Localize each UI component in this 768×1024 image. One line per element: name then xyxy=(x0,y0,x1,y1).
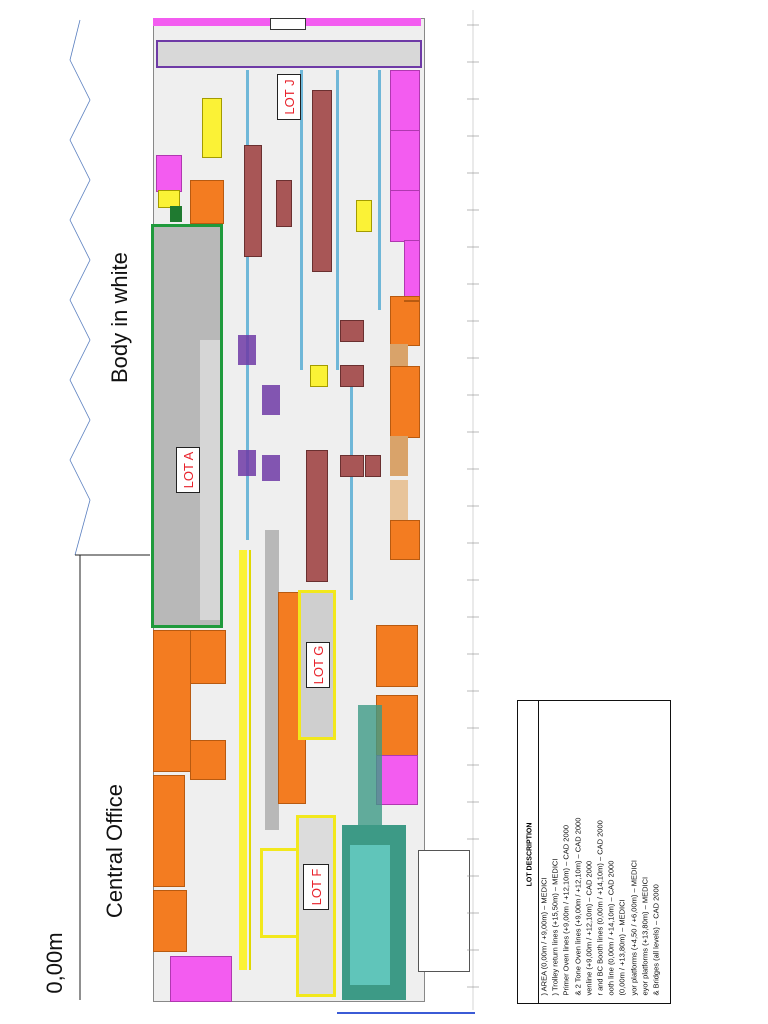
oven-2 xyxy=(312,90,332,272)
lot-j-label: LOT J xyxy=(277,74,301,120)
oven-4 xyxy=(340,320,364,342)
block-orange-1 xyxy=(190,180,224,224)
conveyor-blue-4 xyxy=(350,370,353,600)
booth-4 xyxy=(262,455,280,481)
block-orange-2 xyxy=(153,630,191,772)
legend-line: (0,00m / +13,80m) – MEDICI xyxy=(617,899,627,996)
block-magenta-6 xyxy=(404,240,420,297)
block-orange-4 xyxy=(190,740,226,780)
booth-2 xyxy=(262,385,280,415)
lot-g-label: LOT G xyxy=(306,642,330,688)
conveyor-blue-1 xyxy=(246,70,249,540)
block-orange-3 xyxy=(190,630,226,684)
block-orange-9 xyxy=(390,366,420,438)
legend-title: LOT DESCRIPTION xyxy=(526,822,534,887)
block-yellow-1 xyxy=(158,190,180,208)
lot-a-label: LOT A xyxy=(176,447,200,493)
legend-line: ) AREA (0,00m / +9,00m) – MEDICI xyxy=(539,877,549,996)
block-magenta-5 xyxy=(390,190,420,242)
block-magenta-4 xyxy=(390,130,420,192)
central-office-label: Central Office xyxy=(102,783,127,919)
booth-3 xyxy=(238,450,256,476)
building-outline xyxy=(69,19,150,1000)
legend-line: yor platforms (+4,50 / +6,00m) – MEDICI xyxy=(629,860,639,996)
lot-a-box xyxy=(151,224,223,628)
oven-7 xyxy=(365,455,381,477)
block-tan-1 xyxy=(390,344,408,366)
oven-6 xyxy=(340,455,364,477)
grid-axis xyxy=(467,10,479,1010)
center-grey-bar xyxy=(265,530,279,830)
block-magenta-7 xyxy=(376,755,418,805)
conveyor-blue-3 xyxy=(336,70,339,370)
block-orange-6 xyxy=(153,890,187,952)
top-strip-white xyxy=(270,18,306,30)
body-in-white-label: Body in white xyxy=(107,252,132,383)
oven-8 xyxy=(276,180,292,227)
legend-line: & 2 Tone Oven lines (+9,00m / +12,10m) –… xyxy=(573,817,583,996)
block-yellow-4 xyxy=(310,365,328,387)
block-tan-2 xyxy=(390,436,408,476)
legend-line: & Bridges (all levels) – CAD 2000 xyxy=(651,884,661,996)
block-magenta-1 xyxy=(156,155,182,192)
block-orange-10 xyxy=(390,520,420,560)
block-green-1 xyxy=(170,206,182,222)
legend-box: LOT DESCRIPTION ) AREA (0,00m / +9,00m) … xyxy=(517,700,671,1004)
block-orange-5 xyxy=(153,775,185,887)
booth-teal-strip xyxy=(358,705,382,825)
booth-1 xyxy=(238,335,256,365)
oven-1 xyxy=(244,145,262,257)
bottom-link-line xyxy=(337,1012,475,1014)
legend-line: eyor platforms (+13,80m) – MEDICI xyxy=(640,876,650,996)
lot-f-label: LOT F xyxy=(303,864,329,910)
lot-j-band xyxy=(156,40,422,68)
conveyor-blue-2 xyxy=(300,70,303,370)
oven-3 xyxy=(306,450,328,582)
legend-line: ) Trolley return lines (+15,50m) – MEDIC… xyxy=(550,858,560,996)
block-magenta-2 xyxy=(170,956,232,1002)
oven-5 xyxy=(340,365,364,387)
block-orange-12 xyxy=(376,695,418,757)
block-orange-8 xyxy=(390,296,420,346)
level-label: 0,00m xyxy=(42,932,67,994)
conveyor-yellow-line xyxy=(239,550,247,970)
legend-line: Primer Oven lines (+9,00m / +12,10m) – C… xyxy=(561,825,571,996)
conveyor-blue-5 xyxy=(378,70,381,310)
block-yellow-3 xyxy=(356,200,372,232)
legend-line: r and BC Booth lines (0,00m / +14,10m) –… xyxy=(595,820,605,996)
block-yellow-2 xyxy=(202,98,222,158)
conveyor-line-thin xyxy=(249,550,251,970)
block-tan-3 xyxy=(390,480,408,520)
lot-f-box-ext xyxy=(260,848,298,938)
booth-teal-inner xyxy=(350,845,390,985)
equipment-block xyxy=(418,850,470,972)
block-magenta-3 xyxy=(390,70,420,132)
legend-lines: ) AREA (0,00m / +9,00m) – MEDICI) Trolle… xyxy=(540,701,670,1003)
block-orange-11 xyxy=(376,625,418,687)
legend-line: ooth line (0,00m / +14,10m) – CAD 2000 xyxy=(606,860,616,996)
block-orange-13 xyxy=(404,300,420,302)
storage-tank-area-inner xyxy=(200,340,222,620)
legend-divider xyxy=(538,701,539,1003)
legend-line: venline (+9,00m / +12,10m) – CAD 2000 xyxy=(584,860,594,996)
